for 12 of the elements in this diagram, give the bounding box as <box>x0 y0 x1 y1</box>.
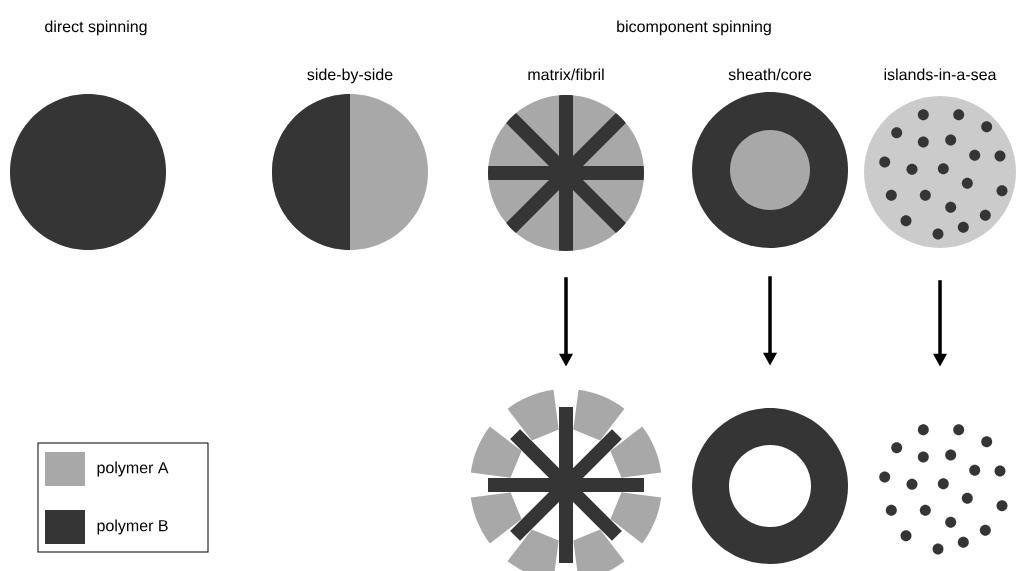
microfiber-drawing <box>879 424 1008 555</box>
legend-label: polymer A <box>97 461 169 477</box>
hollow-fiber-drawing <box>692 408 848 564</box>
fiber-type-label: sheath/core <box>728 68 812 81</box>
legend-label: polymer B <box>97 519 168 535</box>
fiber-type-label: side-by-side <box>307 68 393 84</box>
fiber-cross-section <box>10 94 166 250</box>
heading: direct spinning <box>45 20 147 36</box>
heading: bicomponent spinning <box>617 20 771 36</box>
split-fiber-drawing <box>470 389 662 571</box>
fiber-type-label: matrix/fibril <box>528 68 604 81</box>
fiber-type-label: islands-in-a-sea <box>884 68 997 81</box>
